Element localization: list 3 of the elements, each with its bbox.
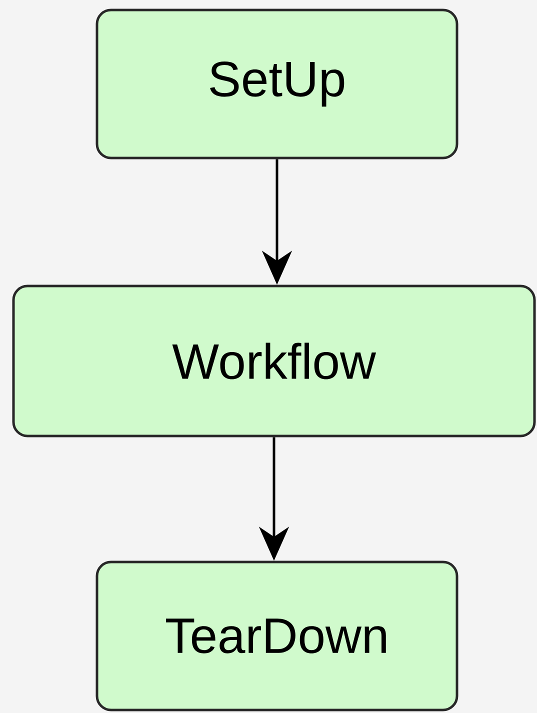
process-box: SetUp (96, 8, 458, 160)
process-box: TearDown (96, 560, 458, 712)
process-box: Workflow (12, 284, 536, 438)
